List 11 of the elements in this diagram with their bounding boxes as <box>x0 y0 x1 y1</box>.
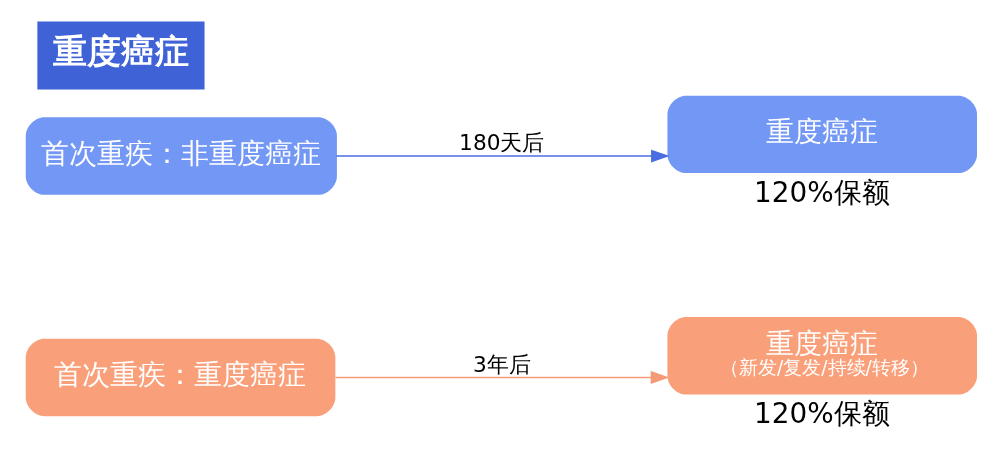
edge-label: 3年后 <box>472 351 531 377</box>
node-box: 重度癌症 <box>666 95 977 173</box>
node-box: 首次重疾：非重度癌症 <box>25 116 337 195</box>
node-label: 120%保额 <box>753 396 890 430</box>
diagram-title: 重度癌症 <box>52 30 189 71</box>
node-label: 120%保额 <box>753 175 890 209</box>
arrow <box>335 149 670 163</box>
arrow <box>334 370 669 384</box>
node-box: 重度癌症 （新发/复发/持续/转移） <box>666 316 977 394</box>
edge-label: 180天后 <box>458 129 544 155</box>
node-box: 首次重疾：重度癌症 <box>25 338 335 416</box>
